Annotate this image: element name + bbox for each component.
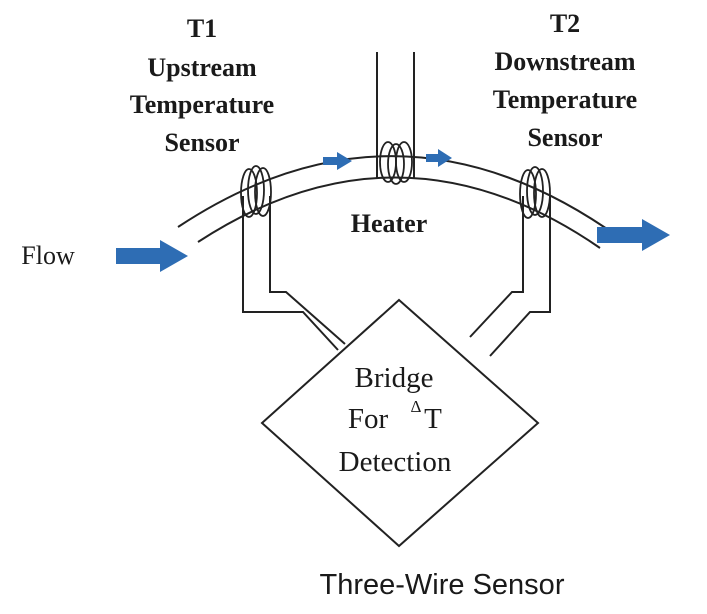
flow-out-arrow	[597, 219, 670, 251]
t1-label-line1: Upstream	[147, 53, 257, 82]
flow-in-arrow	[116, 240, 188, 272]
tube-flow-arrow-right	[426, 149, 452, 167]
bridge-delta-symbol: Δ	[411, 397, 422, 416]
t1-sensor-coil	[240, 165, 272, 218]
bridge-label-for: For	[348, 403, 389, 435]
t2-label-line1: Downstream	[494, 47, 635, 76]
diagram-caption: Three-Wire Sensor	[320, 569, 565, 601]
t1-label-line2: Temperature	[130, 90, 274, 119]
t2-wire-inner	[469, 196, 524, 338]
heater-label: Heater	[351, 209, 428, 238]
t1-wire-outer	[242, 196, 339, 351]
bridge-box	[260, 298, 540, 548]
tube-outer-wall	[177, 155, 621, 239]
bridge-label-line3: Detection	[339, 446, 452, 478]
t2-label-line2: Temperature	[493, 85, 637, 114]
t2-label-id: T2	[550, 9, 580, 38]
t1-label-line3: Sensor	[164, 128, 239, 157]
flow-label: Flow	[21, 241, 75, 270]
bridge-label-t: T	[424, 403, 442, 435]
heater-coil	[379, 141, 413, 185]
bridge-label-line1: Bridge	[355, 362, 434, 394]
t2-sensor-coil	[519, 166, 551, 219]
t2-label-line3: Sensor	[527, 123, 602, 152]
t1-label-id: T1	[187, 14, 217, 43]
t1-wire-inner	[269, 196, 346, 345]
t2-wire-outer	[489, 196, 551, 357]
tube-flow-arrow-left	[323, 152, 352, 170]
